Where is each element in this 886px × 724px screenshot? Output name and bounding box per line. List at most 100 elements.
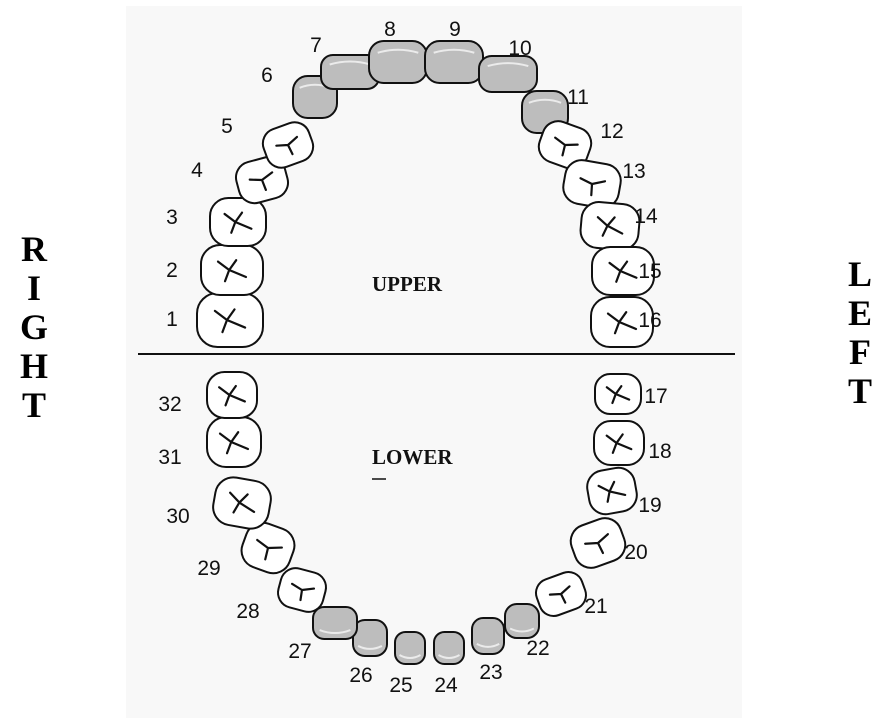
incisal-highlight (476, 643, 500, 648)
tooth-28[interactable] (275, 565, 330, 616)
tooth-22[interactable] (504, 603, 540, 639)
tooth-4[interactable] (232, 153, 291, 207)
tooth-crown (471, 617, 505, 655)
tooth-number-label: 17 (644, 385, 667, 408)
tooth-number-label: 27 (288, 640, 311, 663)
tooth-number-label: 21 (584, 595, 607, 618)
tooth-8[interactable] (368, 40, 428, 84)
tooth-number-label: 12 (600, 120, 623, 143)
left-letter: F (849, 332, 871, 372)
tooth-crown (478, 55, 538, 93)
occlusal-fissure (605, 433, 633, 454)
occlusal-fissure (608, 260, 638, 283)
tooth-number-label: 7 (310, 34, 322, 57)
left-letter: L (847, 254, 872, 294)
occlusal-fissure (584, 533, 609, 555)
tooth-number-label: 14 (634, 205, 658, 228)
tooth-number-label: 32 (158, 393, 181, 416)
tooth-15[interactable] (591, 246, 655, 296)
tooth-number-label: 19 (638, 494, 661, 517)
tooth-21[interactable] (532, 568, 590, 620)
tooth-number-label: 9 (449, 18, 461, 41)
tooth-crown (352, 619, 388, 657)
incisal-highlight (509, 627, 535, 633)
tooth-17[interactable] (594, 373, 642, 415)
right-letter: T (21, 385, 46, 425)
occlusal-fissure (218, 384, 246, 407)
tooth-32[interactable] (206, 371, 258, 419)
tooth-crown (312, 606, 358, 640)
tooth-number-label: 4 (191, 159, 203, 182)
incisal-highlight (528, 98, 562, 104)
occlusal-fissure (596, 216, 624, 237)
tooth-number-label: 28 (236, 600, 259, 623)
tooth-2[interactable] (200, 244, 264, 296)
right-letter: H (19, 346, 48, 386)
incisal-highlight (487, 62, 529, 68)
tooth-crown (424, 40, 484, 84)
occlusal-fissure (213, 308, 247, 334)
tooth-number-label: 5 (221, 115, 233, 138)
tooth-number-label: 2 (166, 259, 178, 282)
tooth-number-label: 25 (389, 674, 412, 697)
tooth-24[interactable] (433, 631, 465, 665)
tooth-27[interactable] (312, 606, 358, 640)
tooth-crown (394, 631, 426, 665)
incisal-highlight (438, 654, 460, 660)
incisal-highlight (329, 60, 371, 66)
tooth-19[interactable] (585, 465, 640, 517)
tooth-number-label: 16 (638, 309, 661, 332)
tooth-number-label: 10 (508, 37, 531, 60)
tooth-number-label: 29 (197, 557, 220, 580)
left-letter: T (847, 371, 872, 411)
tooth-29[interactable] (237, 518, 300, 578)
tooth-crown (504, 603, 540, 639)
right-letter: I (26, 268, 41, 308)
occlusal-fissure (218, 431, 250, 455)
occlusal-fissure (548, 585, 571, 604)
left-side-label: L E F T (842, 255, 878, 411)
tooth-25[interactable] (394, 631, 426, 665)
tooth-26[interactable] (352, 619, 388, 657)
right-side-label: R I G H T (16, 230, 52, 425)
occlusal-fissure (229, 491, 256, 514)
tooth-number-label: 15 (638, 260, 661, 283)
tooth-5[interactable] (259, 118, 318, 172)
tooth-12[interactable] (534, 117, 595, 174)
tooth-20[interactable] (566, 513, 630, 572)
right-letter: G (19, 307, 48, 347)
incisal-highlight (319, 629, 351, 635)
occlusal-fissure (256, 538, 283, 561)
incisal-highlight (433, 48, 475, 54)
lower-arch-label: LOWER (372, 445, 453, 469)
tooth-18[interactable] (593, 420, 645, 466)
tooth-10[interactable] (478, 55, 538, 93)
occlusal-fissure (223, 211, 253, 234)
tooth-3[interactable] (209, 197, 267, 247)
tooth-31[interactable] (206, 416, 262, 468)
right-letter: R (21, 229, 47, 269)
incisal-highlight (357, 645, 383, 650)
tooth-number-label: 20 (624, 541, 647, 564)
tooth-number-label: 8 (384, 18, 396, 41)
tooth-number-label: 31 (158, 446, 181, 469)
occlusal-fissure (579, 177, 607, 197)
tooth-1[interactable] (196, 292, 264, 348)
tooth-23[interactable] (471, 617, 505, 655)
occlusal-fissure (216, 259, 248, 283)
tooth-30[interactable] (210, 475, 273, 532)
tooth-9[interactable] (424, 40, 484, 84)
tooth-14[interactable] (579, 201, 641, 252)
tooth-crown (433, 631, 465, 665)
tooth-16[interactable] (590, 296, 654, 348)
tooth-crown (196, 292, 264, 348)
occlusal-fissure (606, 311, 638, 335)
tooth-crown (368, 40, 428, 84)
teeth-group (196, 40, 655, 665)
tooth-number-label: 23 (479, 661, 502, 684)
tooth-number-label: 1 (166, 308, 178, 331)
tooth-number-label: 22 (526, 637, 549, 660)
diagram-background (126, 6, 742, 718)
tooth-number-label: 13 (622, 160, 645, 183)
